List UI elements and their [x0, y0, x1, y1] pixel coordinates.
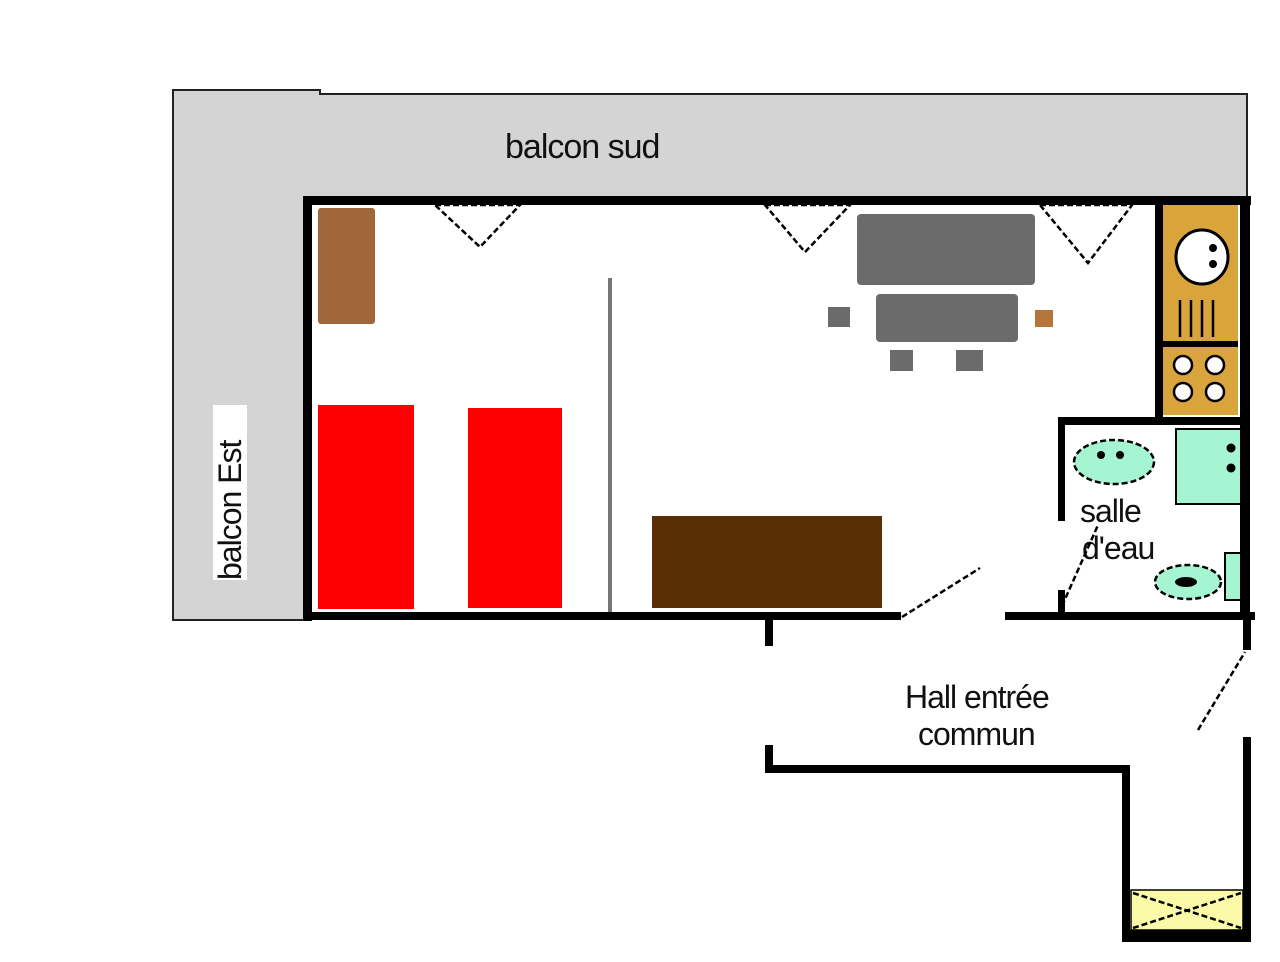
- windows: [431, 203, 1135, 266]
- walls: [303, 196, 1255, 942]
- chair: [890, 350, 913, 371]
- balcon-sud-label: balcon sud: [505, 128, 659, 166]
- table-1: [857, 214, 1035, 285]
- bathroom: salle d'eau: [1072, 428, 1242, 601]
- stove: [1163, 347, 1238, 415]
- hall-label: Hall entrée: [905, 679, 1049, 715]
- chair: [828, 307, 850, 327]
- window-2: [762, 203, 853, 254]
- table-2: [876, 294, 1018, 342]
- kitchen: [1163, 205, 1238, 415]
- doors: [901, 524, 1247, 731]
- wardrobe: [318, 208, 375, 324]
- window-1: [431, 203, 523, 249]
- toilet-tank: [1224, 552, 1242, 601]
- balcon-est-label: balcon Est: [212, 439, 248, 580]
- chair: [956, 350, 983, 371]
- elevator-icon: [1130, 889, 1244, 931]
- entry-door: [901, 566, 981, 619]
- bed-1: [318, 405, 414, 609]
- bathroom-door: [1060, 524, 1100, 607]
- balcon-est-label-bg: [213, 405, 247, 580]
- bed-2: [468, 408, 562, 608]
- sofa: [652, 516, 882, 608]
- partition: [608, 278, 612, 612]
- window-3: [1037, 203, 1135, 266]
- drainer-icon: [1178, 300, 1215, 337]
- commun-label: commun: [918, 716, 1035, 752]
- hall-door: [1196, 651, 1247, 731]
- dining-set: [828, 214, 1053, 371]
- washbasin-icon: [1072, 438, 1156, 486]
- burners-icon: [1172, 354, 1226, 403]
- salle-label: salle: [1080, 493, 1141, 529]
- sink-icon: [1174, 228, 1230, 286]
- stool: [1035, 310, 1053, 327]
